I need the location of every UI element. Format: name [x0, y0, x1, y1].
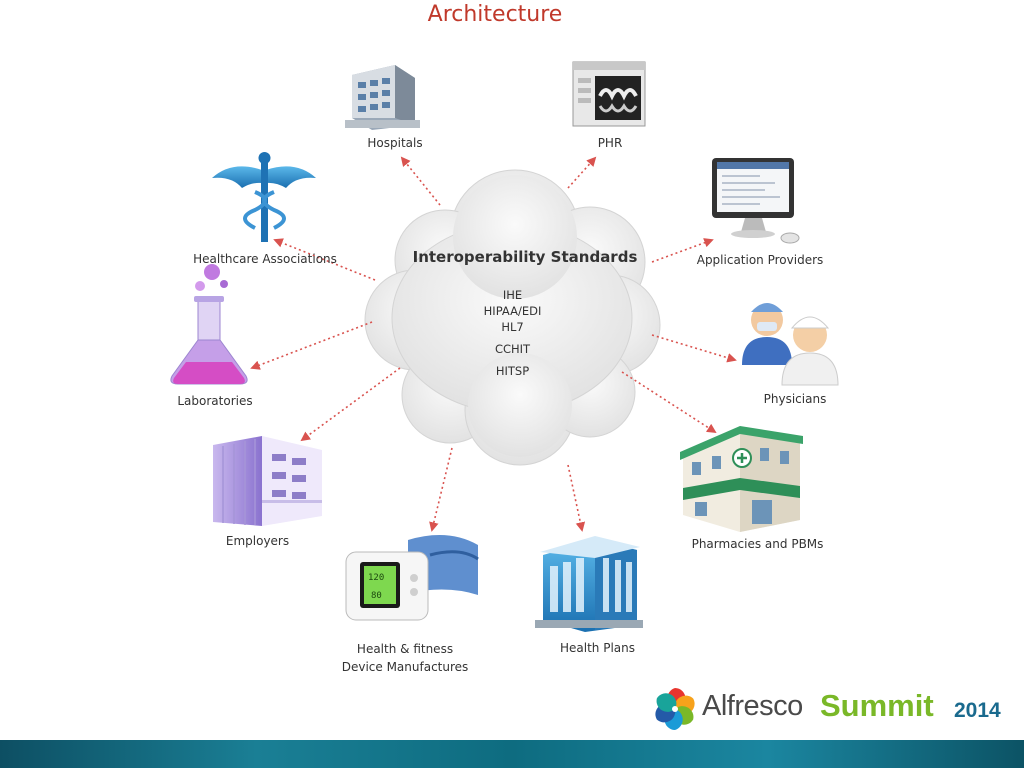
center-title: Interoperability Standards	[412, 248, 638, 266]
label-phr: PHR	[597, 136, 623, 150]
arrow-application-providers	[651, 238, 714, 263]
label-device-line2: Device Manufactures	[341, 660, 469, 674]
arrow-laboratories	[250, 321, 373, 370]
architecture-diagram: 120 80	[170, 61, 839, 632]
arrow-device-manufacturers	[429, 447, 453, 532]
computer-monitor-icon	[712, 158, 800, 244]
alfresco-flower-logo	[655, 688, 695, 730]
caduceus-icon	[212, 152, 316, 242]
hospital-building-icon	[345, 65, 420, 130]
standards-list: IHE HIPAA/EDI HL7 CCHIT HITSP	[450, 287, 575, 379]
blood-pressure-monitor-icon: 120 80	[345, 535, 479, 621]
arrow-pharmacies	[621, 371, 717, 434]
laboratory-flask-icon	[170, 264, 248, 385]
standard-item: CCHIT	[494, 342, 531, 356]
label-device-line1: Health & fitness	[356, 642, 454, 656]
label-employers: Employers	[225, 534, 290, 548]
label-pharmacies: Pharmacies and PBMs	[691, 537, 824, 551]
phr-xray-screen-icon	[572, 61, 646, 127]
pharmacy-building-icon	[680, 426, 803, 532]
label-associations: Healthcare Associations	[193, 252, 337, 266]
standard-item: HIPAA/EDI	[483, 304, 542, 318]
logo-year-text: 2014	[954, 699, 1001, 722]
label-laboratories: Laboratories	[177, 394, 253, 408]
label-health-plans: Health Plans	[560, 641, 635, 655]
arrow-health-plans	[567, 464, 586, 532]
standard-item: HITSP	[495, 364, 530, 378]
svg-text:120: 120	[368, 573, 384, 583]
label-application-providers: Application Providers	[696, 253, 824, 267]
svg-text:80: 80	[371, 591, 382, 601]
standard-item: HL7	[501, 320, 524, 334]
arrow-physicians	[651, 334, 737, 363]
connector-arrows	[250, 156, 737, 532]
slide-title: Architecture	[427, 2, 563, 27]
employers-building-icon	[213, 436, 322, 526]
arrow-employers	[300, 367, 401, 442]
logo-event-text: Summit	[820, 688, 934, 723]
physicians-icon	[742, 303, 839, 386]
footer-bar	[0, 740, 1024, 768]
health-plans-building-icon	[535, 536, 643, 632]
label-physicians: Physicians	[763, 392, 827, 406]
label-hospitals: Hospitals	[367, 136, 423, 150]
logo-brand-text: Alfresco	[702, 690, 803, 722]
standard-item: IHE	[502, 288, 523, 302]
arrow-hospitals	[400, 156, 441, 206]
arrow-phr	[567, 156, 597, 189]
